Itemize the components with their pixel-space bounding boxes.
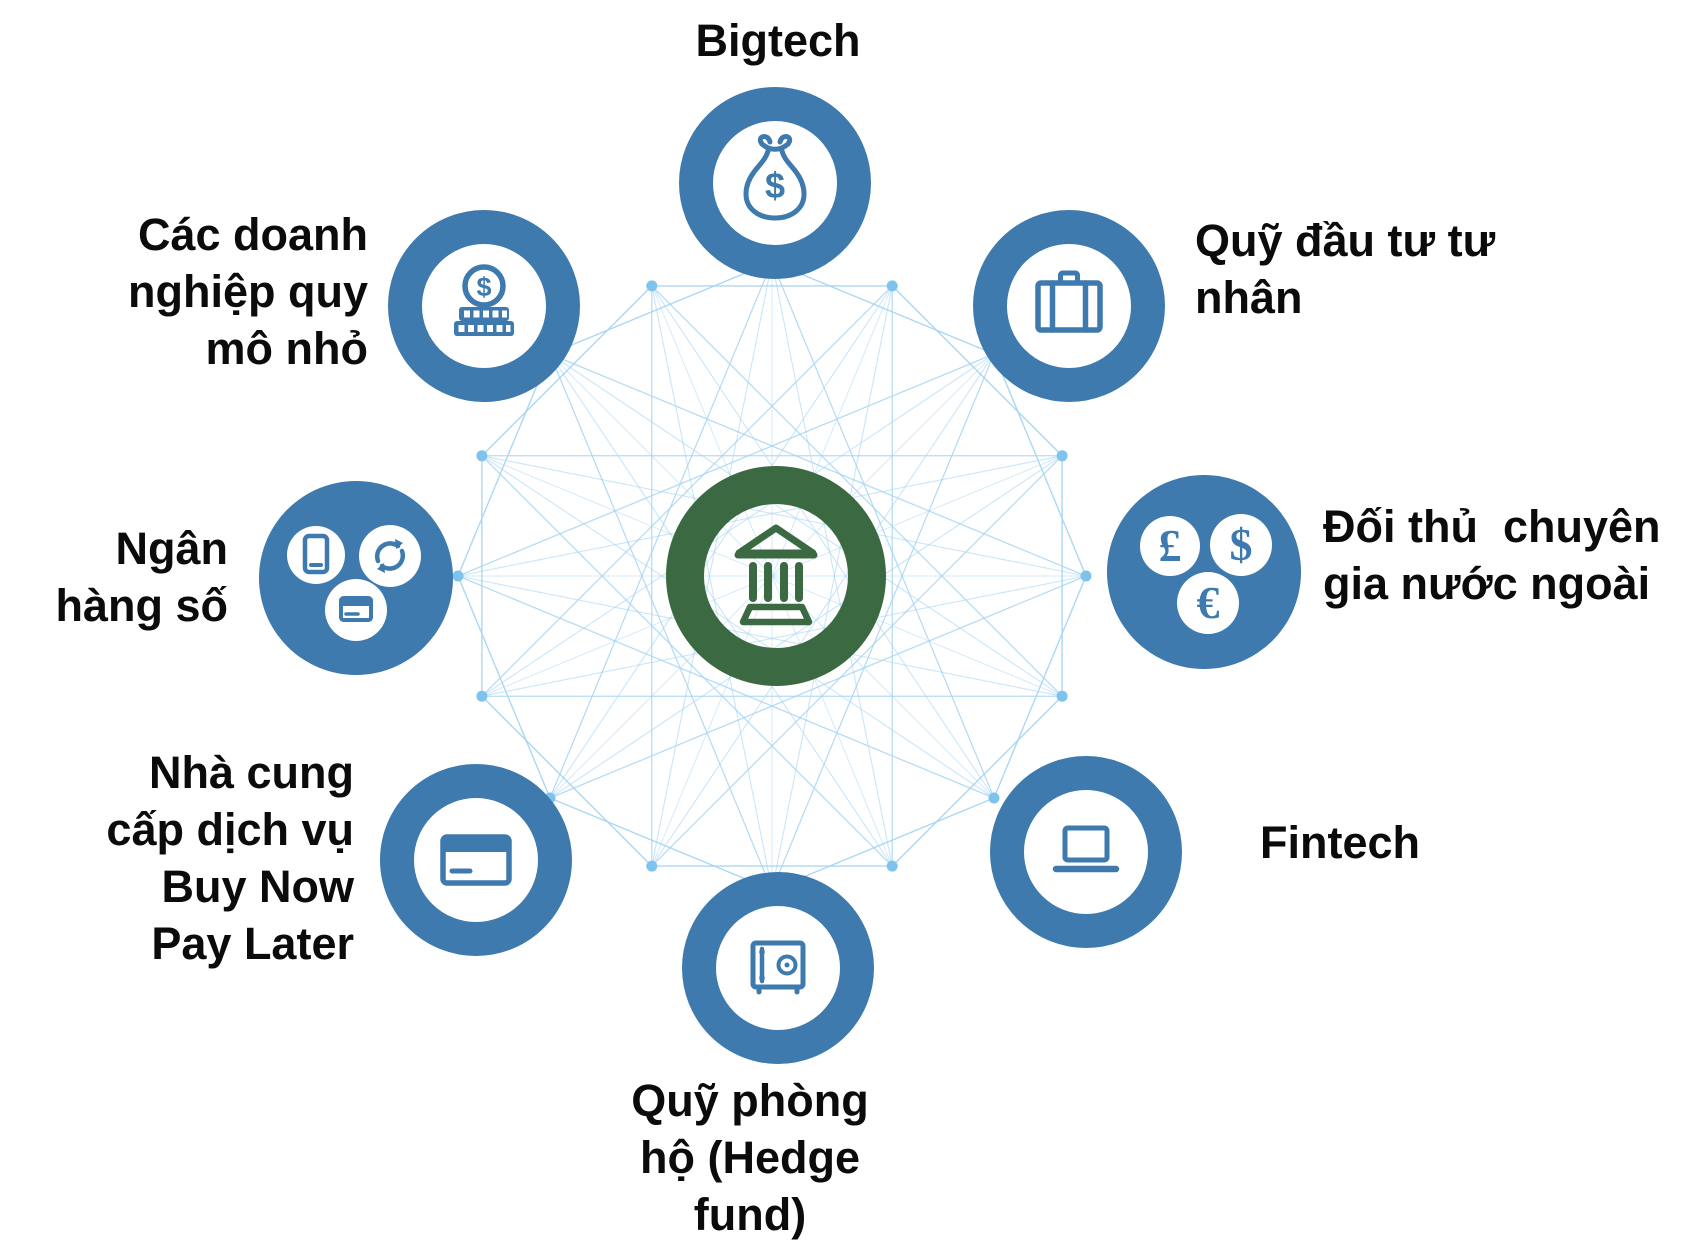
node-foreign-competitor: £ $ € — [1107, 475, 1301, 669]
node-private-equity — [973, 210, 1165, 402]
currency-circles-icon: £ $ € — [1140, 514, 1272, 634]
label-private-equity: Quỹ đầu tư tư nhân — [1195, 215, 1496, 323]
label-small-business: Các doanh nghiệp quy mô nhỏ — [128, 209, 368, 374]
credit-card-icon — [440, 834, 512, 886]
dollar-glyph: $ — [765, 165, 785, 206]
sync-arrows-icon — [374, 539, 406, 573]
label-hedge-fund: Quỹ phòng hộ (Hedge fund) — [631, 1075, 869, 1240]
smartphone-icon — [302, 533, 330, 575]
euro-glyph: € — [1197, 577, 1220, 628]
label-foreign-competitor: Đối thủ chuyên gia nước ngoài — [1323, 501, 1661, 609]
label-fintech: Fintech — [1260, 817, 1421, 868]
briefcase-icon — [1035, 270, 1103, 333]
money-bag-icon: $ — [743, 134, 807, 221]
node-digital-bank — [259, 481, 453, 675]
dollar-glyph: $ — [1230, 519, 1253, 570]
credit-card-mini-icon — [339, 596, 373, 622]
node-fintech — [990, 756, 1182, 948]
bank-building-icon — [666, 466, 886, 686]
pound-glyph: £ — [1159, 520, 1182, 571]
label-bigtech: Bigtech — [695, 15, 861, 66]
node-center-bank — [666, 466, 886, 686]
node-hedge-fund — [682, 872, 874, 1064]
node-bigtech: $ — [679, 87, 871, 279]
laptop-icon — [1052, 825, 1120, 873]
dollar-glyph: $ — [476, 272, 491, 302]
label-bnpl: Nhà cung cấp dịch vụ Buy Now Pay Later — [106, 747, 354, 969]
coin-stack-icon: $ — [454, 264, 514, 336]
mobile-sync-card-icon — [287, 525, 421, 641]
safe-icon — [750, 940, 806, 995]
node-bnpl — [380, 764, 572, 956]
label-digital-bank: Ngân hàng số — [55, 523, 228, 631]
node-small-business: $ — [388, 210, 580, 402]
